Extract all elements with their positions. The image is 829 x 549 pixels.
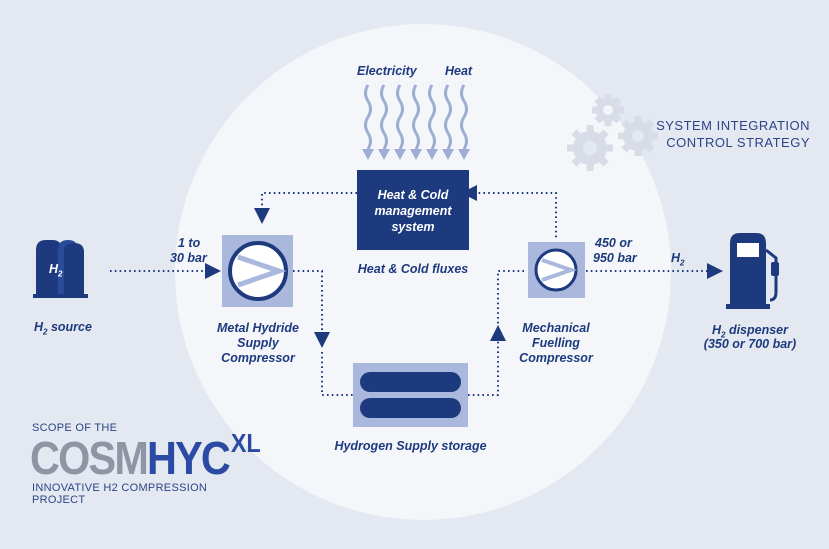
heat-cold-management-box (357, 170, 469, 250)
flow-lines (110, 185, 723, 396)
logo-cosm: COSM (30, 432, 149, 484)
control-strategy-label: CONTROL STRATEGY (666, 135, 810, 150)
scope-circle (175, 24, 671, 520)
hydrogen-storage-icon (353, 363, 468, 427)
h2-source-label: H2 source (34, 320, 92, 337)
logo-tagline-2: PROJECT (32, 494, 86, 506)
mh-label-line2: Supply (237, 336, 279, 350)
pressure-in-line1: 1 to (178, 236, 201, 250)
electricity-label: Electricity (357, 64, 417, 78)
mh-label-line3: Compressor (221, 351, 295, 365)
pressure-in-line2: 30 bar (170, 251, 207, 265)
dispenser-pressure-label: (350 or 700 bar) (703, 337, 797, 351)
h2-source-tank-icon (33, 240, 88, 298)
gear-icon (567, 94, 658, 171)
pressure-out-line1: 450 or (595, 236, 632, 250)
heat-cold-fluxes-label: Heat & Cold fluxes (357, 262, 469, 276)
pressure-out-line2: 950 bar (593, 251, 637, 265)
hc-box-line1: Heat & Cold (377, 188, 449, 202)
mf-label-line3: Compressor (519, 351, 593, 365)
mf-label-line2: Fuelling (532, 336, 580, 350)
dispenser-label: H2 dispenser (711, 323, 788, 340)
hc-box-line2: management (374, 204, 452, 218)
mechanical-compressor-icon (528, 242, 585, 298)
logo-hyc: HYC (147, 432, 231, 484)
system-integration-label: SYSTEM INTEGRATION (656, 118, 810, 133)
energy-arrow-heads (362, 149, 470, 160)
logo-scope-text: SCOPE OF THE (32, 422, 118, 434)
energy-input-arrows (364, 84, 468, 150)
h2-flow-label: H2 (671, 251, 685, 268)
mf-label-line1: Mechanical (522, 321, 590, 335)
h2-tank-symbol: H2 (49, 262, 63, 279)
heat-label: Heat (445, 64, 473, 78)
storage-label: Hydrogen Supply storage (334, 439, 487, 453)
metal-hydride-compressor-icon (222, 235, 293, 307)
mh-label-line1: Metal Hydride (217, 321, 299, 335)
hc-box-line3: system (391, 220, 435, 234)
logo-tagline-1: INNOVATIVE H2 COMPRESSION (32, 482, 208, 494)
h2-dispenser-icon (726, 233, 779, 309)
cosmhyc-logo: COSMHYCXL (30, 420, 261, 481)
logo-xl: XL (230, 428, 261, 458)
